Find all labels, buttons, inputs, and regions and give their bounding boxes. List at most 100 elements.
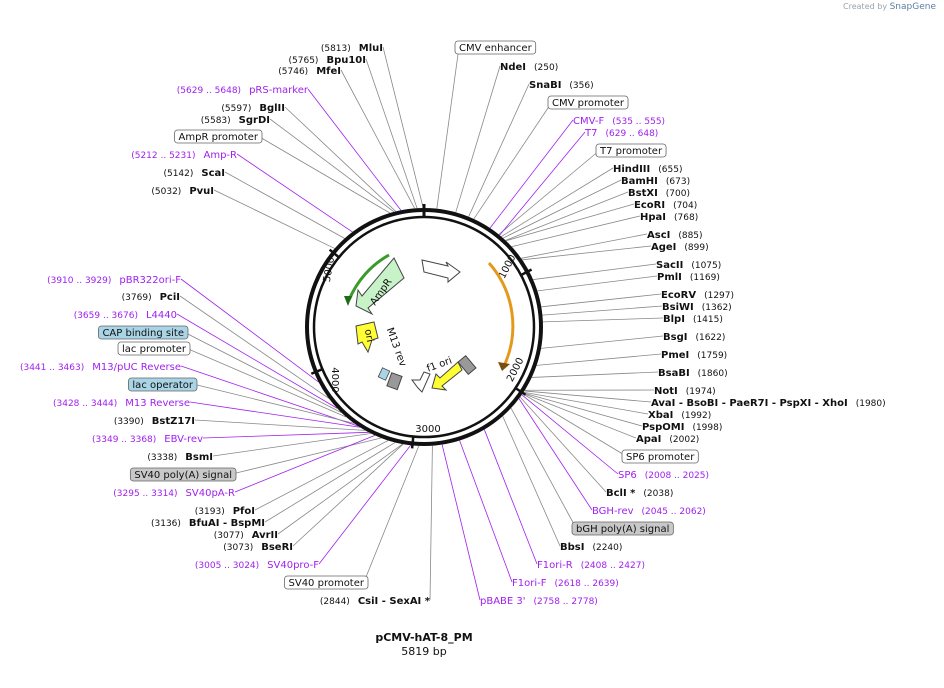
- label-apai[interactable]: ApaI(2002): [636, 434, 699, 445]
- label-bstxi[interactable]: BstXI(700): [628, 188, 690, 199]
- label-text-hpai: HpaI: [640, 212, 666, 223]
- label-xbai[interactable]: XbaI(1992): [648, 410, 711, 421]
- label-bseri[interactable]: BseRI(3073): [223, 542, 293, 553]
- f1ori-arrow[interactable]: [431, 361, 463, 391]
- label-sgrdi[interactable]: SgrDI(5583): [201, 115, 270, 126]
- label-mlui[interactable]: MluI(5813): [321, 43, 383, 54]
- label-hindiii[interactable]: HindIII(655): [613, 164, 682, 175]
- label-pos-bsmi: (3338): [147, 453, 177, 463]
- label-hpai[interactable]: HpaI(768): [640, 212, 698, 223]
- label-m13-reverse[interactable]: M13 Reverse(3428 .. 3444): [53, 398, 190, 409]
- label-m13-puc-reverse[interactable]: M13/pUC Reverse(3441 .. 3463): [20, 362, 181, 373]
- label-cmv-f[interactable]: CMV-F(535 .. 555): [573, 116, 665, 127]
- label-bfuai-bspmi[interactable]: BfuAI - BspMI(3136): [151, 518, 265, 529]
- label-agei[interactable]: AgeI(899): [651, 242, 709, 253]
- label-text-mfei: MfeI: [316, 66, 341, 77]
- label-ebv-rev[interactable]: EBV-rev(3349 .. 3368): [92, 434, 203, 445]
- bgh-polya-block[interactable]: [457, 354, 477, 376]
- label-pcii[interactable]: PciI(3769): [122, 292, 180, 303]
- label-lac-operator[interactable]: lac operator: [128, 377, 198, 392]
- label-cap-binding-site[interactable]: CAP binding site: [98, 325, 189, 340]
- label-text-t7: T7: [584, 128, 597, 139]
- label-pos-bglii: (5597): [221, 104, 251, 114]
- label-bsabi[interactable]: BsaBI(1860): [658, 368, 728, 379]
- label-asci[interactable]: AscI(885): [647, 230, 703, 241]
- label-bpu10i[interactable]: Bpu10I(5765): [289, 55, 366, 66]
- label-sv40pa-r[interactable]: SV40pA-R(3295 .. 3314): [113, 488, 235, 499]
- label-pbr322ori-f[interactable]: pBR322ori-F(3910 .. 3929): [47, 275, 181, 286]
- label-mfei[interactable]: MfeI(5746): [278, 66, 341, 77]
- ampr-arrow[interactable]: [355, 257, 405, 316]
- label-noti[interactable]: NotI(1974): [654, 386, 716, 397]
- label-bcli[interactable]: BclI *(2038): [606, 488, 673, 499]
- label-text-bfuai-bspmi: BfuAI - BspMI: [189, 518, 265, 529]
- credit-prefix: Created by: [843, 2, 888, 11]
- label-text-agei: AgeI: [651, 242, 676, 253]
- leader-cmv-enhancer: [436, 46, 460, 209]
- label-pfoi[interactable]: PfoI(3193): [195, 506, 255, 517]
- label-sp6-promoter[interactable]: SP6 promoter: [621, 449, 699, 464]
- tick-3000: [410, 437, 415, 449]
- label-bstz17i[interactable]: BstZ17I(3390): [114, 416, 195, 427]
- label-ecorv[interactable]: EcoRV(1297): [661, 290, 734, 301]
- lac-operator-block[interactable]: [377, 367, 391, 381]
- label-bamhi[interactable]: BamHI(673): [621, 176, 690, 187]
- label-blpi[interactable]: BlpI(1415): [663, 314, 723, 325]
- label-pbabe-3[interactable]: pBABE 3'(2758 .. 2778): [480, 596, 598, 607]
- label-text-lac-promoter: lac promoter: [122, 344, 187, 355]
- label-pos-pcii: (3769): [122, 293, 152, 303]
- label-bbsi[interactable]: BbsI(2240): [560, 542, 622, 553]
- label-snabi[interactable]: SnaBI(356): [529, 80, 594, 91]
- label-f1ori-r[interactable]: F1ori-R(2408 .. 2427): [537, 560, 645, 571]
- label-t7[interactable]: T7(629 .. 648): [584, 128, 658, 139]
- label-cmv-enhancer[interactable]: CMV enhancer: [454, 40, 537, 55]
- label-sp6[interactable]: SP6(2008 .. 2025): [618, 470, 709, 481]
- label-amp-r[interactable]: Amp-R(5212 .. 5231): [131, 150, 237, 161]
- label-pos-amp-r: (5212 .. 5231): [131, 151, 195, 161]
- label-bsmi[interactable]: BsmI(3338): [147, 452, 213, 463]
- label-f1ori-f[interactable]: F1ori-F(2618 .. 2639): [512, 578, 619, 589]
- label-csii-sexai[interactable]: CsiI - SexAI *(2844): [320, 596, 431, 607]
- label-pspomi[interactable]: PspOMI(1998): [642, 422, 722, 433]
- label-ampr-promoter[interactable]: AmpR promoter: [174, 129, 263, 144]
- label-cmv-promoter[interactable]: CMV promoter: [547, 95, 629, 110]
- label-pmli[interactable]: PmlI(1169): [657, 272, 720, 283]
- label-pos-sv40pro-f: (3005 .. 3024): [195, 561, 259, 571]
- label-sv40pro-f[interactable]: SV40pro-F(3005 .. 3024): [195, 560, 319, 571]
- ori-arrow[interactable]: [355, 321, 379, 354]
- label-text-csii-sexai: CsiI - SexAI *: [358, 596, 431, 607]
- label-avai-bsobi-paer7i-pspxi-xhoi[interactable]: AvaI - BsoBI - PaeR7I - PspXI - XhoI(198…: [651, 398, 886, 409]
- label-scai[interactable]: ScaI(5142): [163, 168, 225, 179]
- cmv-region-arc[interactable]: [487, 262, 515, 367]
- label-bgh-rev[interactable]: BGH-rev(2045 .. 2062): [592, 506, 706, 517]
- leader-amp-r: [236, 153, 353, 233]
- leader-sv40pa-r: [234, 434, 375, 493]
- label-pvui[interactable]: PvuI(5032): [151, 186, 214, 197]
- label-bgh-poly-a-signal[interactable]: bGH poly(A) signal: [571, 521, 674, 536]
- ori-label: ori: [362, 328, 375, 343]
- label-lac-promoter[interactable]: lac promoter: [117, 341, 191, 356]
- label-text-pmei: PmeI: [661, 350, 689, 361]
- label-avrii[interactable]: AvrII(3077): [214, 530, 278, 541]
- label-pos-bamhi: (673): [666, 177, 690, 187]
- label-bsgi[interactable]: BsgI(1622): [663, 332, 725, 343]
- label-l4440[interactable]: L4440(3659 .. 3676): [74, 310, 177, 321]
- label-bsiwi[interactable]: BsiWI(1362): [662, 302, 732, 313]
- label-sacii[interactable]: SacII(1075): [656, 260, 721, 271]
- label-ndei[interactable]: NdeI(250): [500, 62, 558, 73]
- label-pmei[interactable]: PmeI(1759): [661, 350, 727, 361]
- label-pos-pbabe-3: (2758 .. 2778): [534, 597, 598, 607]
- leader-bgh-poly-a-signal: [510, 407, 577, 529]
- cmv-region-arrowhead: [498, 362, 510, 371]
- leader-lines: [176, 46, 664, 601]
- label-prs-marker[interactable]: pRS-marker(5629 .. 5648): [177, 85, 309, 96]
- ampr-region-arc[interactable]: [347, 253, 390, 301]
- label-sv40-promoter[interactable]: SV40 promoter: [284, 575, 369, 590]
- label-bglii[interactable]: BglII(5597): [221, 103, 285, 114]
- label-sv40-poly-a-signal[interactable]: SV40 poly(A) signal: [129, 467, 237, 482]
- label-t7-promoter[interactable]: T7 promoter: [595, 143, 667, 158]
- sv40-polya-block[interactable]: [386, 372, 403, 391]
- sv40-promoter-arrow[interactable]: [411, 371, 431, 393]
- label-ecori[interactable]: EcoRI(704): [634, 200, 697, 211]
- cmv-promoter-arrow[interactable]: [421, 259, 461, 284]
